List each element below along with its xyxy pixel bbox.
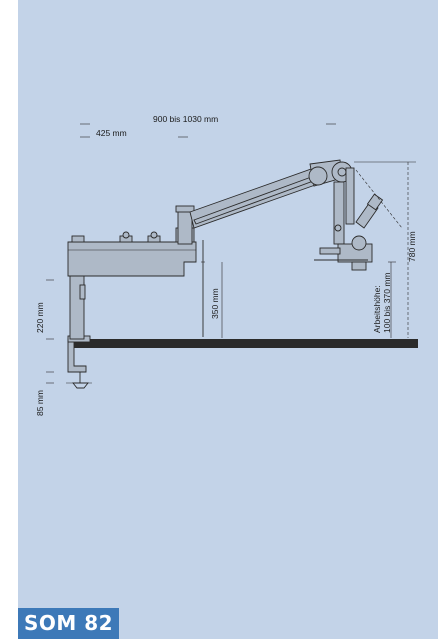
reach-dimension: 900 bis 1030 mm xyxy=(80,114,336,125)
arm-post xyxy=(175,205,195,245)
column xyxy=(69,275,86,340)
arm-length-text: 425 mm xyxy=(96,128,127,138)
column-height-text: 220 mm xyxy=(35,302,45,333)
clamp-height-text: 85 mm xyxy=(35,390,45,416)
articulated-arm xyxy=(189,159,353,229)
reach-dimension-text: 900 bis 1030 mm xyxy=(153,114,218,124)
vertical-350-text: 350 mm xyxy=(210,288,220,319)
product-label: SOM 82 xyxy=(18,608,119,639)
microscope-carrier xyxy=(314,167,384,271)
arm-length-dimension: 425 mm xyxy=(80,128,188,138)
total-height-text: 780 mm xyxy=(407,231,417,262)
working-height-range: 100 bis 370 mm xyxy=(382,273,392,333)
table-surface xyxy=(70,339,418,348)
left-dimensions xyxy=(46,279,54,384)
microscope-technical-drawing: 900 bis 1030 mm 425 mm xyxy=(35,114,418,416)
working-height-label: Arbeitshöhe: xyxy=(372,285,382,333)
diagram-panel: 900 bis 1030 mm 425 mm xyxy=(18,0,438,639)
height-dimensions xyxy=(221,161,416,338)
